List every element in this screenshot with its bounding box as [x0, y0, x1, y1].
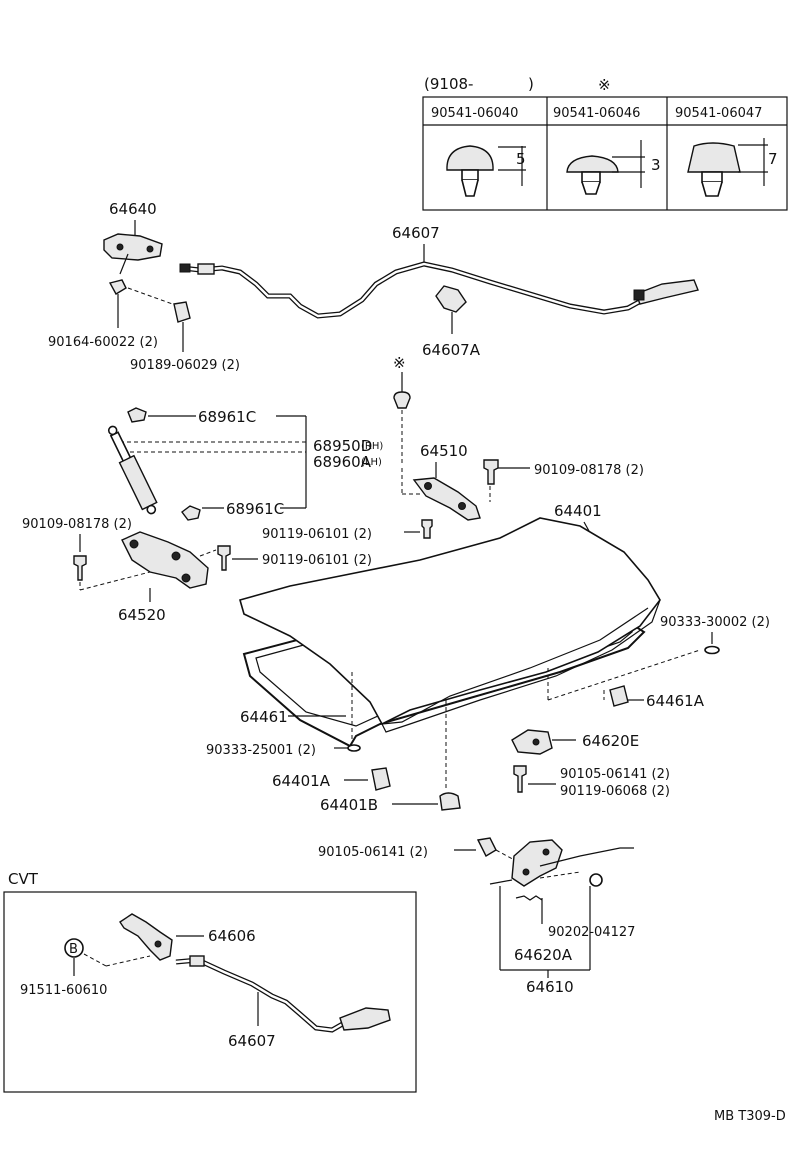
label-90119-b: 90119-06101 (2) — [262, 553, 372, 568]
label-90189-06029: 90189-06029 (2) — [130, 358, 240, 373]
bolt-90105-a-icon — [513, 765, 527, 793]
hinge-left-assembly: 90109-08178 (2) 90119-06101 (2) 64520 — [22, 517, 372, 624]
label-90164-60022: 90164-60022 (2) — [48, 335, 158, 350]
label-64606: 64606 — [208, 927, 256, 945]
gas-strut-part — [107, 425, 158, 515]
hinge-64510-part — [412, 477, 481, 521]
label-68961C-bottom: 68961C — [226, 500, 284, 518]
hinge-right-assembly: 64510 90109-08178 (2) 90119-06101 (2) — [262, 442, 644, 542]
label-64607: 64607 — [392, 224, 440, 242]
bolt-90119-b-icon — [217, 545, 231, 571]
label-64401B: 64401B — [320, 796, 378, 814]
label-68950D: 68950D — [313, 437, 372, 455]
circle-b-label: B — [69, 942, 78, 957]
label-68961C-top: 68961C — [198, 408, 256, 426]
cvt-title: CVT — [8, 870, 39, 888]
inset-note-mark: ※ — [598, 76, 611, 94]
label-64401A: 64401A — [272, 772, 331, 790]
circle-b-icon — [64, 938, 84, 958]
ball-stud-bottom-icon — [181, 505, 201, 521]
label-90119-06068: 90119-06068 (2) — [560, 784, 670, 799]
plug-90333-30002-icon — [704, 645, 720, 655]
label-64461: 64461 — [240, 708, 288, 726]
label-64640: 64640 — [109, 200, 157, 218]
release-lever-assembly: 64640 90164-60022 (2) 90189-06029 (2) — [48, 200, 240, 373]
bolt-90109-left-icon — [73, 555, 87, 581]
label-64620E: 64620E — [582, 732, 639, 750]
clip-7mm-icon: 7 — [687, 138, 778, 197]
push-clip-icon — [393, 391, 411, 409]
trunk-lid-assembly: 64401 90333-30002 (2) 64461A 64461 90333… — [206, 502, 770, 814]
cvt-section: CVT 64606 B 91511-60610 64607 — [3, 870, 417, 1093]
ball-stud-top-icon — [127, 407, 147, 423]
footer-code: MB T309-D — [714, 1109, 786, 1124]
label-91511-60610: 91511-60610 — [20, 983, 107, 998]
cvt-cable-64607 — [175, 957, 348, 1033]
lock-assembly: 90105-06141 (2) 90202-04127 64620A 64610 — [318, 837, 635, 996]
label-68960A: 68960A — [313, 453, 372, 471]
clip-3mm-dim: 3 — [651, 156, 661, 174]
label-90109-right: 90109-08178 (2) — [534, 463, 644, 478]
inset-col1-part: 90541-06040 — [431, 106, 518, 121]
inset-table-frame — [422, 96, 788, 211]
bumper-64461A-icon — [609, 685, 629, 707]
inset-col3-part: 90541-06047 — [675, 106, 762, 121]
striker-assembly: 64620E 90105-06141 (2) 90119-06068 (2) — [511, 729, 670, 799]
label-64620A: 64620A — [514, 946, 573, 964]
inset-col2-part: 90541-06046 — [553, 106, 640, 121]
clip-3mm-icon: 3 — [566, 140, 661, 195]
stay-damper-assembly: 68961C 68950D (RH) 68960A (LH) 68961C — [107, 407, 383, 521]
lever-64606-part — [119, 913, 173, 961]
clip-90202-icon — [589, 873, 603, 887]
label-90119-a: 90119-06101 (2) — [262, 527, 372, 542]
cushion-64401B-icon — [439, 792, 461, 811]
cvt-frame — [3, 891, 417, 1093]
label-64610: 64610 — [526, 978, 574, 996]
label-90105-b: 90105-06141 (2) — [318, 845, 428, 860]
bolt-90164-icon — [108, 279, 127, 295]
label-64461A: 64461A — [646, 692, 705, 710]
release-lever-part — [103, 233, 163, 261]
cushion-64401A-icon — [371, 767, 391, 791]
release-cable-64607: 64607 64607A — [179, 224, 699, 359]
bolt-90109-right-icon — [483, 459, 499, 485]
clip-5mm-icon: 5 — [446, 145, 526, 197]
note-clip: ※ — [393, 354, 411, 466]
label-90333-25001: 90333-25001 (2) — [206, 743, 316, 758]
bolt-90105-b-icon — [476, 837, 497, 857]
inset-period-close: ) — [528, 75, 534, 93]
label-90202-04127: 90202-04127 — [548, 925, 635, 940]
cable-end-fitting — [635, 279, 699, 305]
label-64520: 64520 — [118, 606, 166, 624]
label-cvt-64607: 64607 — [228, 1032, 276, 1050]
label-90109-left: 90109-08178 (2) — [22, 517, 132, 532]
cvt-cable-end — [339, 1007, 391, 1031]
label-90105-a: 90105-06141 (2) — [560, 767, 670, 782]
lock-64610-part — [511, 839, 563, 887]
label-64510: 64510 — [420, 442, 468, 460]
bolt-90119-a-icon — [421, 519, 433, 539]
inset-period-label: (9108- — [424, 75, 473, 93]
nut-90189-icon — [173, 301, 191, 323]
plug-90333-25001-icon — [347, 744, 361, 752]
label-64607A: 64607A — [422, 341, 481, 359]
trunk-lid-panel — [239, 517, 661, 726]
label-rh: (RH) — [361, 441, 383, 452]
label-90333-30002: 90333-30002 (2) — [660, 615, 770, 630]
clip-7mm-dim: 7 — [768, 150, 778, 168]
label-64401: 64401 — [554, 502, 602, 520]
label-lh: (LH) — [361, 457, 382, 468]
clip-5mm-dim: 5 — [516, 150, 526, 168]
note-mark-2: ※ — [393, 354, 406, 372]
cable-clamp-64607A — [435, 285, 467, 313]
striker-64620E-part — [511, 729, 553, 755]
fastener-inset-table: (9108- ) ※ 90541-06040 90541-06046 90541… — [422, 75, 788, 211]
